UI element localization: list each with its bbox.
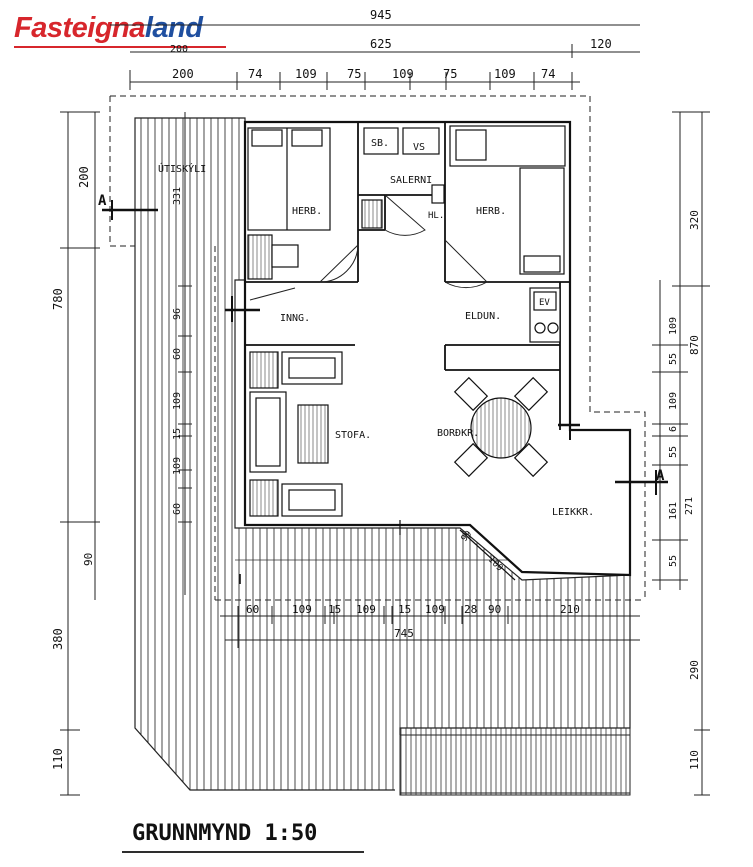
label-herb-right: HERB.: [476, 206, 506, 217]
dim-bottom-3: 109: [356, 603, 376, 616]
dim-top-right: 120: [590, 37, 612, 51]
dim-left-outer-1: 780: [51, 288, 65, 310]
door-swings: [249, 194, 488, 301]
dim-left-outer-2: 380: [51, 628, 65, 650]
left-bedroom-furniture: [247, 127, 331, 280]
dim-right-outer-2: 290: [688, 660, 701, 680]
dim-top-4: 109: [392, 67, 414, 81]
dim-bottom-0: 60: [246, 603, 259, 616]
dim-top-3: 75: [347, 67, 361, 81]
label-ev: EV: [539, 298, 550, 308]
deck-area: [134, 117, 631, 796]
label-bordkr: BORÐKR.: [437, 428, 479, 439]
dim-bottom-7: 90: [488, 603, 501, 616]
logo-text-part2: land: [144, 12, 203, 44]
interior-walls: [245, 122, 570, 430]
label-sb: SB.: [371, 138, 389, 149]
dim-right-outer-1: 870: [688, 335, 701, 355]
dim-top-7: 74: [541, 67, 555, 81]
section-mark-left: A: [98, 193, 107, 209]
dim-right-inner-4: 55: [668, 446, 679, 458]
dim-top-main: 625: [370, 37, 392, 51]
label-utiskyli: ÚTISKÝLI: [158, 162, 206, 175]
top-dimension-lines: [110, 24, 640, 90]
dining-table: [453, 376, 549, 478]
right-dimension-lines: [652, 111, 710, 796]
dim-left-outer-0: 200: [77, 166, 91, 188]
dim-bottom-4: 15: [398, 603, 411, 616]
dim-bottom-2: 15: [328, 603, 341, 616]
label-leikkr: LEIKKR.: [552, 507, 594, 518]
label-hl: HL.: [428, 211, 444, 221]
dim-right-inner-7: 271: [684, 497, 695, 515]
dim-right-inner-6: 55: [668, 555, 679, 567]
bathroom-fixtures: [361, 127, 445, 229]
label-herb-left: HERB.: [292, 206, 322, 217]
dim-bottom-8: 210: [560, 603, 580, 616]
label-vs: VS: [413, 142, 425, 153]
dim-top-6: 109: [494, 67, 516, 81]
label-inng: INNG.: [280, 313, 310, 324]
top-dimension-labels: 945 625 120 200 200 74 109 75 109 75 109…: [170, 8, 612, 81]
dim-top-1: 74: [248, 67, 262, 81]
label-stofa: STOFA.: [335, 430, 371, 441]
right-bedroom-furniture: [449, 125, 566, 275]
dim-bottom-total: 745: [394, 627, 414, 640]
right-dimension-labels: 320 870 290 110 109 55 109 6 55 161 55 2…: [668, 210, 701, 770]
company-logo: Fasteignaland: [14, 12, 203, 45]
dim-right-outer-0: 320: [688, 210, 701, 230]
dim-top-total: 945: [370, 8, 392, 22]
section-mark-right: A: [656, 468, 665, 484]
dim-top-5: 75: [443, 67, 457, 81]
dim-top-2: 109: [295, 67, 317, 81]
dim-right-inner-3: 6: [668, 426, 679, 432]
drawing-title: GRUNNMYND 1:50: [132, 821, 317, 846]
dim-bottom-6: 28: [464, 603, 477, 616]
logo-underline: [14, 46, 226, 48]
label-salerni: SALERNI: [390, 175, 432, 186]
room-labels: ÚTISKÝLI HERB. SB. VS SALERNI HL. HERB. …: [158, 138, 594, 518]
dim-right-inner-0: 109: [668, 317, 679, 335]
dim-top-stray: 200: [170, 44, 188, 55]
label-eldun: ELDUN.: [465, 311, 501, 322]
dim-right-inner-5: 161: [668, 502, 679, 520]
logo-text-part1: Fasteigna: [14, 12, 145, 44]
dim-left-outer-3: 110: [51, 748, 65, 770]
section-marks: A A: [98, 193, 668, 584]
kitchen-fixtures: [529, 287, 561, 343]
dim-left-inner-7: 90: [82, 553, 95, 566]
dim-top-0: 200: [172, 67, 194, 81]
dim-bottom-1: 109: [292, 603, 312, 616]
bottom-dimension-lines: [220, 606, 640, 648]
dim-right-inner-2: 109: [668, 392, 679, 410]
living-room-furniture: [249, 351, 343, 517]
dim-bottom-5: 109: [425, 603, 445, 616]
dim-right-inner-1: 55: [668, 353, 679, 365]
dim-right-outer-3: 110: [688, 750, 701, 770]
